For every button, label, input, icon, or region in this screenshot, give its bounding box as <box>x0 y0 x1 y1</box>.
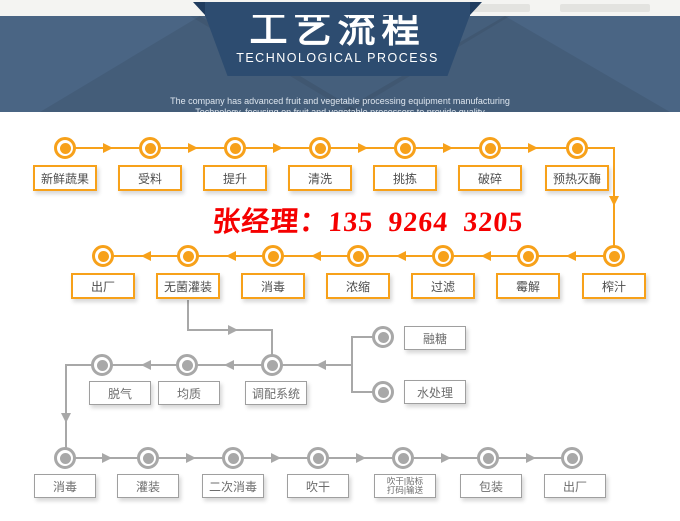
step-box: 消毒 <box>34 474 96 498</box>
step-box: 包装 <box>460 474 522 498</box>
combo-line: 吹干|贴标 <box>386 475 424 486</box>
flow-node <box>307 447 329 469</box>
step-box: 浓缩 <box>326 273 390 299</box>
flow-node <box>479 137 501 159</box>
flow-node <box>54 447 76 469</box>
description-line: The company has advanced fruit and veget… <box>170 96 510 106</box>
description-line: Technology, focusing on fruit and vegeta… <box>195 106 485 113</box>
step-box: 消毒 <box>241 273 305 299</box>
step-box: 清洗 <box>288 165 352 191</box>
arrow-left-icon <box>141 360 151 370</box>
flow-node <box>177 245 199 267</box>
arrow-down-icon <box>609 196 619 206</box>
flow-node <box>139 137 161 159</box>
arrow-left-icon <box>224 360 234 370</box>
step-box: 脱气 <box>89 381 151 405</box>
step-box: 破碎 <box>458 165 522 191</box>
step-box: 挑拣 <box>373 165 437 191</box>
arrow-right-icon <box>102 453 112 463</box>
flow-node <box>603 245 625 267</box>
step-box: 受料 <box>118 165 182 191</box>
flow-node <box>137 447 159 469</box>
step-box: 吹干 <box>287 474 349 498</box>
step-box: 出厂 <box>544 474 606 498</box>
step-box: 无菌灌装 <box>156 273 220 299</box>
flow-node <box>561 447 583 469</box>
arrow-left-icon <box>311 251 321 261</box>
flow-node <box>394 137 416 159</box>
flow-node <box>517 245 539 267</box>
arrow-right-icon <box>443 143 453 153</box>
arrow-left-icon <box>316 360 326 370</box>
flow-line <box>351 336 353 393</box>
arrow-left-icon <box>226 251 236 261</box>
flow-node <box>262 245 284 267</box>
flow-line <box>65 364 67 448</box>
arrow-right-icon <box>356 453 366 463</box>
company-description: The company has advanced fruit and veget… <box>0 96 680 112</box>
step-box: 水处理 <box>404 380 466 404</box>
flow-node <box>261 354 283 376</box>
flow-line <box>271 329 273 355</box>
flow-line <box>351 391 373 393</box>
step-box: 预热灭酶 <box>545 165 609 191</box>
arrow-right-icon <box>271 453 281 463</box>
flow-node <box>347 245 369 267</box>
flow-node <box>477 447 499 469</box>
arrow-left-icon <box>141 251 151 261</box>
flow-node <box>372 326 394 348</box>
flow-line <box>66 364 352 366</box>
arrow-right-icon <box>528 143 538 153</box>
step-box: 灌装 <box>117 474 179 498</box>
flow-node <box>54 137 76 159</box>
ribbon-fold-right <box>470 2 482 15</box>
arrow-down-icon <box>61 413 71 423</box>
strip-decoration <box>560 4 650 12</box>
flow-node <box>392 447 414 469</box>
title-ribbon: 工艺流程 TECHNOLOGICAL PROCESS <box>205 15 470 76</box>
step-box: 新鲜蔬果 <box>33 165 97 191</box>
flow-line <box>65 147 614 149</box>
arrow-right-icon <box>273 143 283 153</box>
flow-node <box>566 137 588 159</box>
flow-node <box>222 447 244 469</box>
flow-node <box>91 354 113 376</box>
flow-line <box>187 300 189 330</box>
flow-node <box>432 245 454 267</box>
arrow-right-icon <box>228 325 238 335</box>
step-box-combo: 吹干|贴标 打码|输送 <box>374 474 436 498</box>
title-ribbon-top <box>205 2 470 16</box>
contact-phone: 张经理：135 9264 3205 <box>211 207 525 238</box>
flow-node <box>92 245 114 267</box>
ribbon-fold-left <box>193 2 205 15</box>
flow-node <box>309 137 331 159</box>
arrow-right-icon <box>186 453 196 463</box>
step-box: 出厂 <box>71 273 135 299</box>
step-box: 融糖 <box>404 326 466 350</box>
step-box: 榨汁 <box>582 273 646 299</box>
arrow-right-icon <box>441 453 451 463</box>
step-box: 二次消毒 <box>202 474 264 498</box>
arrow-left-icon <box>566 251 576 261</box>
page-title: 工艺流程 <box>249 9 426 51</box>
page-subtitle: TECHNOLOGICAL PROCESS <box>236 51 439 65</box>
step-box: 过滤 <box>411 273 475 299</box>
arrow-right-icon <box>358 143 368 153</box>
step-box: 霉解 <box>496 273 560 299</box>
step-box: 调配系统 <box>245 381 307 405</box>
combo-line: 打码|输送 <box>386 485 424 495</box>
arrow-left-icon <box>396 251 406 261</box>
flow-node <box>372 381 394 403</box>
arrow-left-icon <box>481 251 491 261</box>
flow-node <box>176 354 198 376</box>
arrow-right-icon <box>103 143 113 153</box>
arrow-right-icon <box>526 453 536 463</box>
step-box: 均质 <box>158 381 220 405</box>
arrow-right-icon <box>188 143 198 153</box>
step-box: 提升 <box>203 165 267 191</box>
flow-line <box>351 336 373 338</box>
flow-node <box>224 137 246 159</box>
